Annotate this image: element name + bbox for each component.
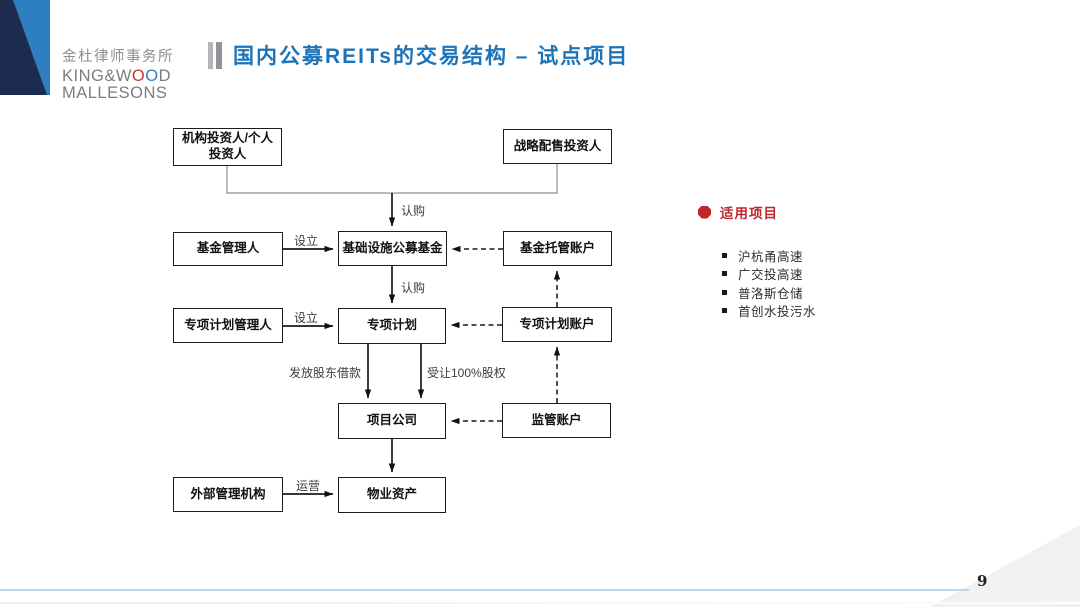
logo-en-line1: KING&WOOD <box>62 68 174 85</box>
project-list: 沪杭甬高速 广交投高速 普洛斯仓储 首创水投污水 <box>722 246 816 320</box>
node-external-manager: 外部管理机构 <box>173 477 283 512</box>
node-infrastructure-public-fund: 基础设施公募基金 <box>338 231 447 266</box>
edge-label-establish-fund: 设立 <box>294 234 319 248</box>
list-item: 首创水投污水 <box>722 302 816 321</box>
node-fund-custody-account: 基金托管账户 <box>503 231 612 266</box>
list-item: 普洛斯仓储 <box>722 283 816 302</box>
node-special-plan-account: 专项计划账户 <box>502 307 612 342</box>
node-supervision-account: 监管账户 <box>502 403 611 438</box>
edge-label-subscribe-top: 认购 <box>401 204 426 218</box>
node-special-plan: 专项计划 <box>338 308 446 344</box>
title-accent-bar <box>216 41 222 69</box>
list-item-label: 沪杭甬高速 <box>738 249 804 264</box>
title-accent-bar <box>208 41 213 69</box>
list-item: 广交投高速 <box>722 265 816 284</box>
node-project-company: 项目公司 <box>338 403 446 439</box>
edge-label-equity-transfer: 受让100%股权 <box>427 366 506 380</box>
edge-label-shareholder-loan: 发放股东借款 <box>289 366 362 380</box>
logo-red-o-icon: O <box>131 67 146 85</box>
logo-en-line2: MALLESONS <box>62 84 168 102</box>
logo-en-part: D <box>158 67 172 85</box>
side-panel-heading: 适用项目 <box>720 206 778 221</box>
node-strategic-placement-investors: 战略配售投资人 <box>503 129 612 164</box>
square-bullet-icon <box>722 271 727 277</box>
list-item-label: 首创水投污水 <box>738 305 817 320</box>
logo-cn-text: 金杜律师事务所 <box>62 49 174 65</box>
slide-header: 国内公募REITs的交易结构 – 试点项目 <box>208 40 629 70</box>
node-institutional-individual-investors: 机构投资人/个人 投资人 <box>173 128 282 166</box>
octagon-icon <box>698 205 711 219</box>
list-item-label: 广交投高速 <box>738 268 804 283</box>
node-property-assets: 物业资产 <box>338 477 446 513</box>
node-fund-manager: 基金管理人 <box>173 232 283 266</box>
list-item: 沪杭甬高速 <box>722 246 816 265</box>
firm-logo: 金杜律师事务所 KING&WOOD MALLESONS <box>62 45 174 102</box>
edge-label-subscribe-mid: 认购 <box>401 281 426 295</box>
applicable-projects-panel: 适用项目 沪杭甬高速 广交投高速 普洛斯仓储 首创水投污水 <box>698 202 816 320</box>
square-bullet-icon <box>722 289 727 295</box>
square-bullet-icon <box>722 308 727 314</box>
list-item-label: 普洛斯仓储 <box>738 286 804 301</box>
logo-blue-o-icon: O <box>145 67 159 85</box>
page-number: 9 <box>977 572 988 590</box>
edge-label-establish-plan: 设立 <box>294 311 319 325</box>
page-title: 国内公募REITs的交易结构 – 试点项目 <box>233 45 630 68</box>
footer-faint-divider <box>0 602 1080 604</box>
side-panel-heading-row: 适用项目 <box>698 202 816 222</box>
corner-decoration <box>930 525 1080 607</box>
edge-label-operate: 运营 <box>296 479 321 493</box>
node-special-plan-manager: 专项计划管理人 <box>173 308 283 343</box>
square-bullet-icon <box>722 252 727 258</box>
logo-en-part: KING&W <box>62 67 132 85</box>
footer-divider <box>0 589 969 591</box>
